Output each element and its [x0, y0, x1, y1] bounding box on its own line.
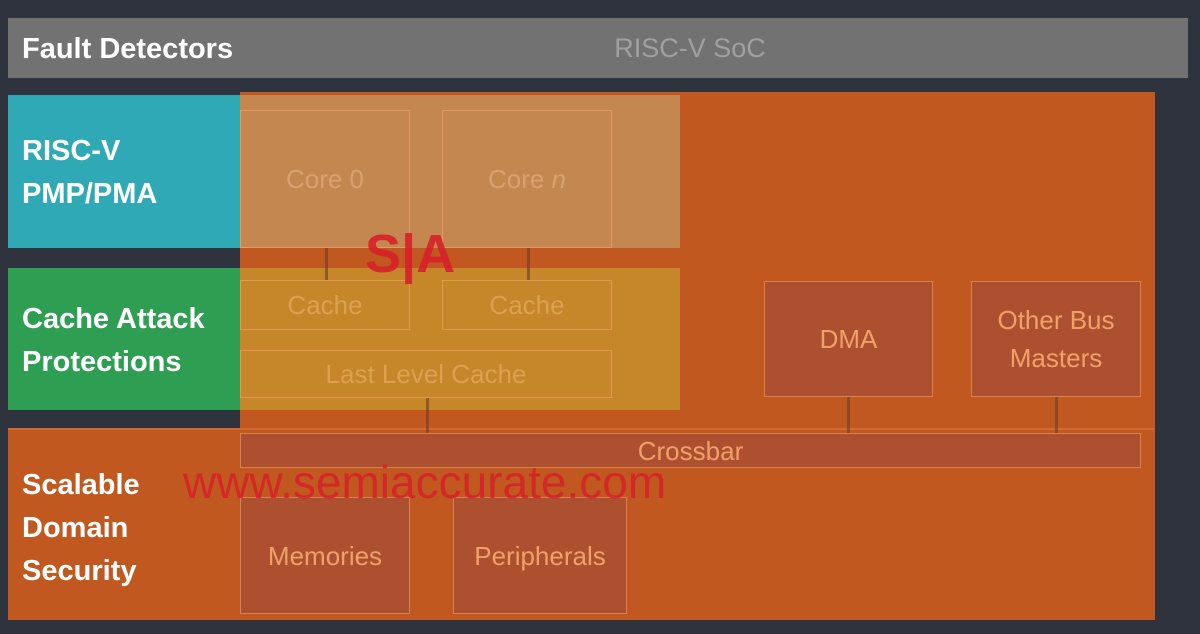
connector	[426, 398, 429, 433]
connector	[1055, 397, 1058, 433]
pmp-label-line: RISC-V	[22, 135, 121, 167]
pmp-overlay	[240, 95, 680, 248]
cache-n-block: Cache	[442, 280, 612, 330]
domain-label-line: Domain	[22, 512, 129, 544]
peripherals-block: Peripherals	[453, 497, 627, 614]
other-bus-label: Masters	[1009, 343, 1103, 373]
cache-label-line: Protections	[22, 346, 182, 378]
pmp-layer	[8, 95, 240, 248]
cache-attack-overlay	[240, 268, 680, 410]
pmp-label: RISC-V PMP/PMA	[22, 130, 157, 216]
other-bus-label: Other Bus	[997, 305, 1115, 335]
watermark-logo: S|A	[365, 224, 456, 284]
core-n-index: n	[551, 164, 567, 194]
cache-0-block: Cache	[240, 280, 410, 330]
crossbar-block: Crossbar	[240, 433, 1141, 468]
domain-label-line: Security	[22, 555, 137, 587]
fault-detectors-bar	[8, 18, 1188, 78]
connector	[527, 248, 530, 280]
connector	[847, 397, 850, 433]
domain-label-line: Scalable	[22, 469, 140, 501]
core-n-label: Core	[487, 164, 552, 194]
memories-block: Memories	[240, 497, 410, 614]
cache-label-line: Cache Attack	[22, 303, 205, 335]
dma-block: DMA	[764, 281, 933, 397]
cache-attack-layer	[8, 268, 240, 410]
fault-detectors-label: Fault Detectors	[22, 33, 234, 65]
connector	[325, 248, 328, 280]
watermark-url: www.semiaccurate.com	[183, 456, 667, 508]
core-0-block: Core 0	[240, 110, 410, 248]
core-n-block: Core n	[442, 110, 612, 248]
last-level-cache-block: Last Level Cache	[240, 350, 612, 398]
pmp-label-line: PMP/PMA	[22, 178, 158, 210]
soc-title: RISC-V SoC	[614, 33, 766, 63]
